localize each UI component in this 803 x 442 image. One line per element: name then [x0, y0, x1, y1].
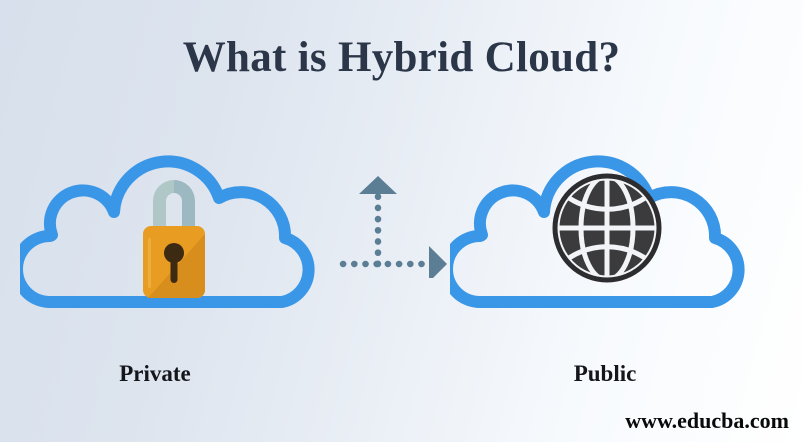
public-cloud-label: Public — [573, 361, 637, 386]
padlock-icon — [138, 174, 210, 304]
watermark: www.educba.com — [625, 408, 789, 433]
arrow-up-head — [359, 176, 397, 194]
private-cloud-group — [20, 132, 320, 327]
cloud-outline-icon — [20, 155, 315, 308]
globe-icon — [551, 172, 663, 284]
cloud-outline-icon — [450, 155, 745, 308]
dotted-arrows-connector — [335, 168, 455, 278]
public-cloud-group — [450, 132, 750, 327]
private-cloud-label: Private — [119, 361, 191, 386]
page-title: What is Hybrid Cloud? — [182, 34, 621, 81]
arrow-right-head — [429, 246, 447, 278]
